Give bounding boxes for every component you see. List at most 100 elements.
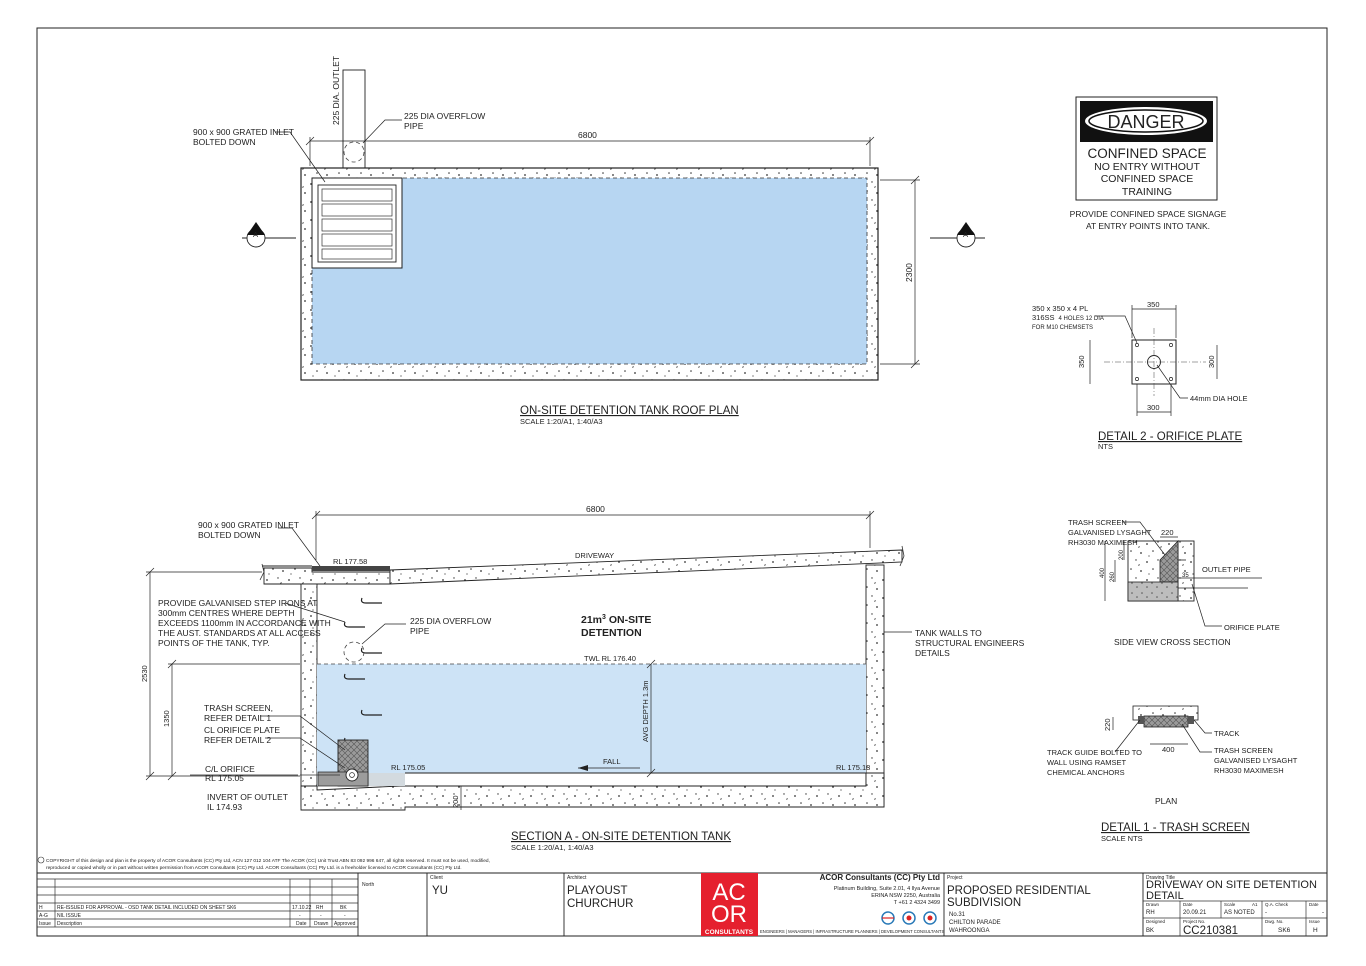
sign-note-1: PROVIDE CONFINED SPACE SIGNAGE xyxy=(1070,209,1227,219)
svg-text:A: A xyxy=(963,230,968,239)
project-2: SUBDIVISION xyxy=(947,897,1021,909)
issue-value: H xyxy=(1313,927,1318,934)
plate-dim-bottom: 300 xyxy=(1147,403,1160,412)
project-label: Project xyxy=(947,875,963,881)
section-length-dim: 6800 xyxy=(586,504,605,514)
section-overflow-1: 225 DIA OVERFLOW xyxy=(410,616,491,626)
scale-a1: A1 xyxy=(1252,902,1258,907)
plate-label-1: 350 x 350 x 4 PL xyxy=(1032,304,1088,313)
title-block: H RE-ISSUED FOR APPROVAL - OSD TANK DETA… xyxy=(37,872,1327,937)
cl-orifice-2: RL 175.05 xyxy=(205,773,244,783)
sheet-border xyxy=(36,27,1328,937)
section-inlet-2: BOLTED DOWN xyxy=(198,530,261,540)
date-value: 20.09.21 xyxy=(1183,910,1207,916)
copyright-1: COPYRIGHT of this design and plan is the… xyxy=(46,858,490,864)
steps-label-2: 300mm CENTRES WHERE DEPTH xyxy=(158,608,295,618)
danger-sign: DANGER CONFINED SPACE NO ENTRY WITHOUT C… xyxy=(1070,96,1227,231)
rl-top: RL 177.58 xyxy=(333,557,367,566)
project-4: CHILTON PARADE xyxy=(949,920,1001,926)
drawing-title-1: DRIVEWAY ON SITE DETENTION xyxy=(1146,879,1317,891)
client-name: YU xyxy=(432,885,448,897)
side-outlet-pipe: OUTLET PIPE xyxy=(1202,565,1251,574)
steps-label-1: PROVIDE GALVANISED STEP IRONS AT xyxy=(158,598,318,608)
drawing-title-2: DETAIL xyxy=(1146,890,1184,902)
hdr-date: Date xyxy=(296,921,307,927)
rev-1-desc: RE-ISSUED FOR APPROVAL - OSD TANK DETAIL… xyxy=(57,905,236,911)
sign-line-3: CONFINED SPACE xyxy=(1101,173,1194,185)
date2-label: Date xyxy=(1309,902,1319,907)
orifice-label-2: REFER DETAIL 2 xyxy=(204,735,271,745)
rev-1-approved: BK xyxy=(340,905,347,911)
plan-dim-400: 400 xyxy=(1162,745,1175,754)
plan-guide-1: TRACK GUIDE BOLTED TO xyxy=(1047,748,1142,757)
section-marker-right: A xyxy=(930,222,985,248)
section-a: 6800 DRIVEWAY RL 177.58 TWL RL 176.40 xyxy=(140,504,1025,852)
rl-floor-right: RL 175.13 xyxy=(836,763,870,772)
date2-value: - xyxy=(1322,910,1324,916)
plan-track: TRACK xyxy=(1214,729,1239,738)
roof-inlet-label-2: BOLTED DOWN xyxy=(193,137,256,147)
side-view-title: SIDE VIEW CROSS SECTION xyxy=(1114,637,1231,647)
date-label: Date xyxy=(1183,902,1193,907)
designed-value: BK xyxy=(1146,928,1154,934)
plate-dim-right: 300 xyxy=(1207,355,1216,368)
overflow-pipe-circle xyxy=(343,141,365,163)
logo-or: OR xyxy=(711,901,747,928)
roof-width-dim: 2300 xyxy=(904,263,914,282)
rev-2-issue: A-G xyxy=(39,913,48,919)
rev-2-approved: - xyxy=(344,913,346,919)
architect-2: CHURCHUR xyxy=(567,898,633,910)
side-dim-260: 260 xyxy=(1110,571,1116,582)
qa-value: - xyxy=(1265,910,1267,916)
orifice-detail-scale: NTS xyxy=(1098,442,1113,451)
plan-screen-3: RH3030 MAXIMESH xyxy=(1214,766,1284,775)
plan-guide-2: WALL USING RAMSET xyxy=(1047,758,1126,767)
trash-screen-plan: 220 400 TRACK TRACK GUIDE BOLTED TO WALL… xyxy=(1047,705,1298,843)
outlet-label: 225 DIA. OUTLET xyxy=(331,56,341,125)
north-label: North xyxy=(362,882,374,888)
depth-water-dim: 1350 xyxy=(162,710,171,727)
trash-detail-scale: SCALE NTS xyxy=(1101,834,1143,843)
accreditation-icons xyxy=(881,911,937,925)
side-trash-3: RH3030 MAXIMESH xyxy=(1068,538,1138,547)
copyright-2: reproduced or copied wholly or in part w… xyxy=(46,865,462,871)
plan-guide-3: CHEMICAL ANCHORS xyxy=(1047,768,1125,777)
qa-label: Q.A. Check xyxy=(1265,902,1289,907)
logo-consultants: CONSULTANTS xyxy=(705,929,754,936)
project-no-label: Project No. xyxy=(1183,919,1205,924)
plate-dim-top: 350 xyxy=(1147,300,1160,309)
hdr-desc: Description xyxy=(57,921,82,927)
avg-depth: AVG DEPTH 1.3m xyxy=(641,680,650,742)
fall-label: FALL xyxy=(603,757,621,766)
architect-label: Architect xyxy=(567,875,587,881)
side-orifice-plate: ORIFICE PLATE xyxy=(1224,623,1280,632)
project-5: WAHROONGA xyxy=(949,928,989,934)
address-1: Platinum Building, Suite 2.01, 4 Ilya Av… xyxy=(834,886,940,892)
sign-line-2: NO ENTRY WITHOUT xyxy=(1094,161,1200,173)
plate-label-2b: 4 HOLES 12 DIA xyxy=(1059,316,1104,322)
steps-label-3: EXCEEDS 1100mm IN ACCORDANCE WITH xyxy=(158,618,331,628)
sign-note-2: AT ENTRY POINTS INTO TANK. xyxy=(1086,221,1210,231)
side-dim-200: 200 xyxy=(1119,549,1125,560)
trash-detail-title: DETAIL 1 - TRASH SCREEN xyxy=(1101,822,1250,834)
designed-label: Designed xyxy=(1146,919,1166,924)
walls-label-3: DETAILS xyxy=(915,648,950,658)
rev-1-date: 17.10.22 xyxy=(292,905,312,911)
plate-label-2a: 316SS xyxy=(1032,313,1055,322)
orifice-detail-title: DETAIL 2 - ORIFICE PLATE xyxy=(1098,431,1243,443)
tank-water-area xyxy=(311,177,868,365)
trash-label-1: TRASH SCREEN, xyxy=(204,703,273,713)
drawn-label: Drawn xyxy=(1146,902,1160,907)
sump-dim: 200 xyxy=(451,795,460,808)
plan-label: PLAN xyxy=(1155,796,1177,806)
hdr-approved: Approved xyxy=(334,921,356,927)
hdr-drawn: Drawn xyxy=(314,921,329,927)
side-trash-2: GALVANISED LYSAGHT xyxy=(1068,528,1152,537)
sign-line-4: TRAINING xyxy=(1122,186,1172,198)
plan-dim-220: 220 xyxy=(1103,718,1112,731)
drawing-title-label: Drawing Title xyxy=(1146,875,1175,881)
hole-label: 44mm DIA HOLE xyxy=(1190,394,1248,403)
sign-line-1: CONFINED SPACE xyxy=(1087,146,1206,161)
